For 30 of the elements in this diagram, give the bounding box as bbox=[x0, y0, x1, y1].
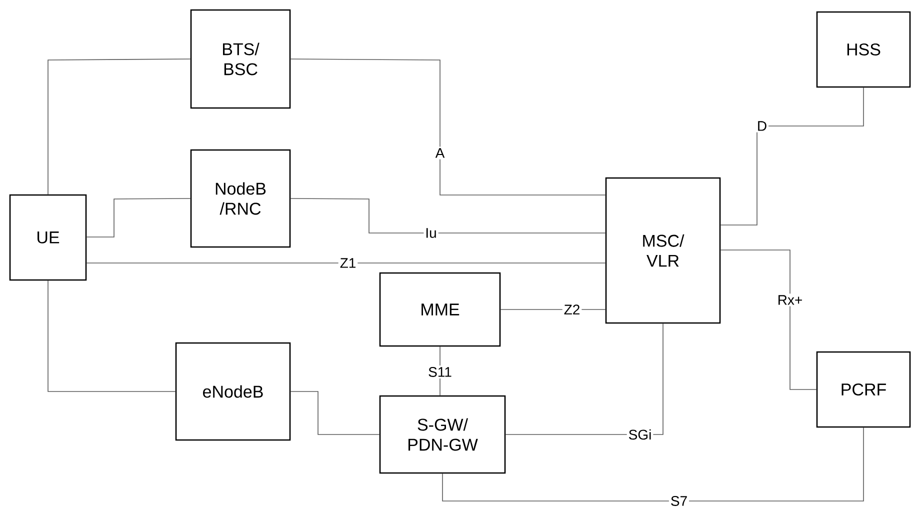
connector-line bbox=[720, 87, 864, 226]
edge-label: Iu bbox=[424, 226, 438, 240]
edge-label: Rx+ bbox=[776, 294, 804, 306]
connector-line bbox=[86, 262, 606, 264]
network-box: BTS/ BSC bbox=[190, 9, 291, 109]
network-box: PCRF bbox=[816, 351, 911, 428]
connector-line bbox=[48, 58, 191, 195]
connector-line bbox=[720, 250, 817, 390]
edge-label: D bbox=[755, 120, 769, 132]
network-box: eNodeB bbox=[175, 342, 291, 441]
connector-line bbox=[500, 309, 606, 310]
connector-line bbox=[290, 198, 606, 234]
network-box: MME bbox=[379, 272, 501, 347]
edge-label: A bbox=[434, 146, 446, 160]
edge-label: SGi bbox=[626, 428, 654, 442]
edge-label: Z2 bbox=[562, 303, 582, 316]
connector-line bbox=[290, 58, 606, 196]
edge-label: Z1 bbox=[338, 256, 358, 270]
connector-line bbox=[290, 391, 380, 435]
network-box: UE bbox=[9, 194, 87, 281]
network-box: MSC/ VLR bbox=[605, 177, 721, 324]
connector-line bbox=[442, 427, 864, 502]
connector-line bbox=[505, 323, 664, 435]
network-box: HSS bbox=[816, 11, 911, 88]
network-box: S-GW/ PDN-GW bbox=[379, 395, 506, 474]
edge-label: S11 bbox=[426, 366, 454, 378]
connector-line bbox=[48, 280, 176, 392]
network-box: NodeB /RNC bbox=[190, 149, 291, 248]
edge-label: S7 bbox=[668, 494, 690, 508]
connector-line bbox=[86, 198, 191, 238]
